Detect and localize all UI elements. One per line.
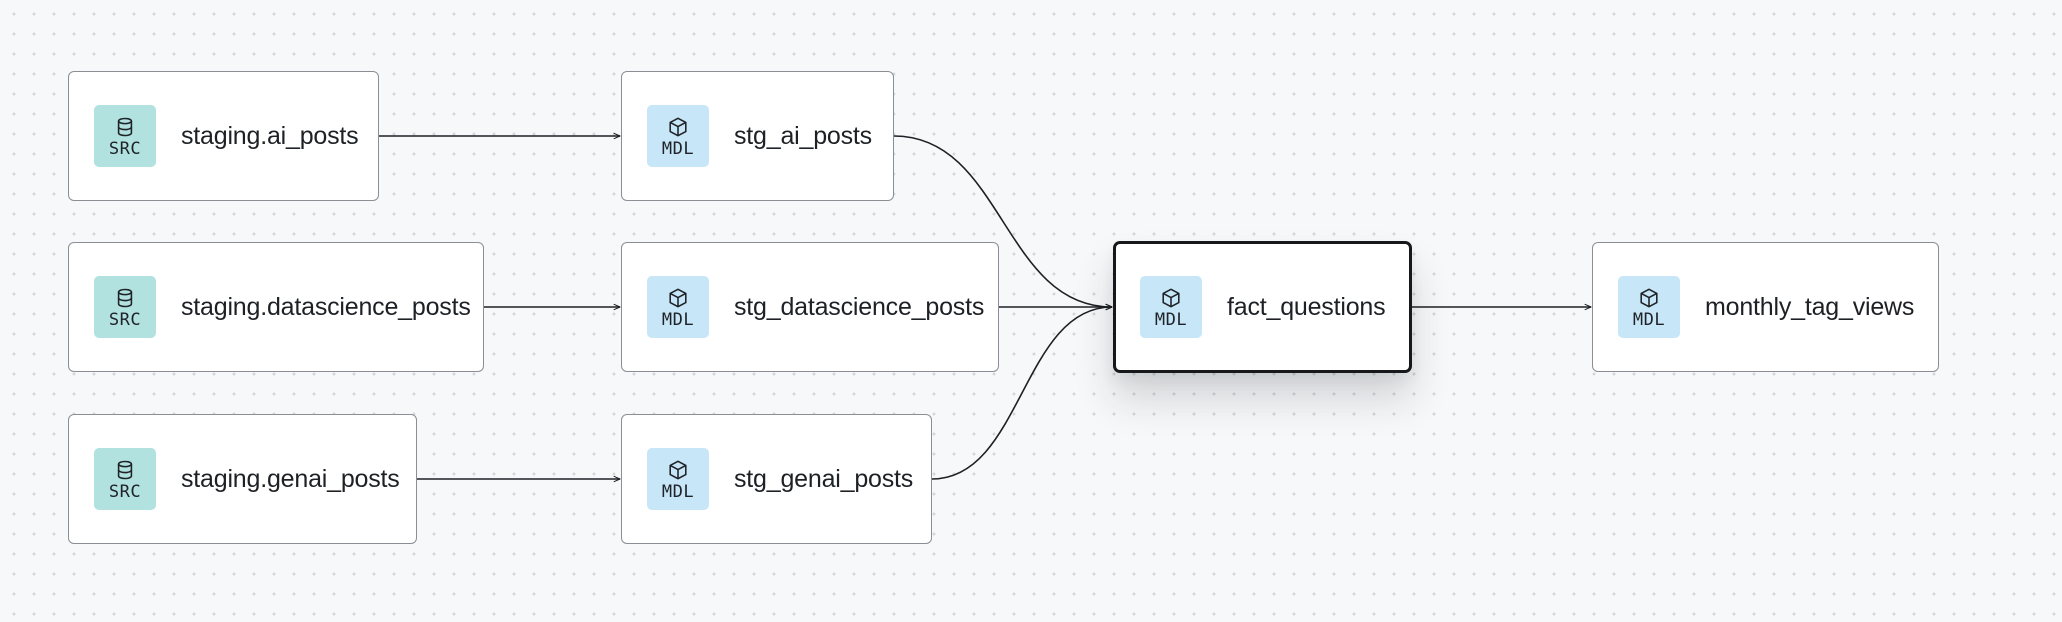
database-icon [114,459,136,481]
source-badge: SRC [94,448,156,510]
model-badge: MDL [1140,276,1202,338]
cube-icon [667,116,689,138]
model-badge: MDL [1618,276,1680,338]
cube-icon [1638,287,1660,309]
node-label: stg_genai_posts [734,464,914,493]
badge-label: MDL [1632,310,1666,330]
cube-icon [1160,287,1182,309]
node-label: staging.datascience_posts [181,292,471,321]
database-icon [114,116,136,138]
database-icon [114,287,136,309]
node-label: stg_ai_posts [734,121,872,150]
badge-label: MDL [661,310,695,330]
badge-label: SRC [108,310,142,330]
badge-label: MDL [661,482,695,502]
model-badge: MDL [647,448,709,510]
node-label: staging.ai_posts [181,121,359,150]
cube-icon [667,287,689,309]
badge-label: SRC [108,139,142,159]
node-label: stg_datascience_posts [734,292,985,321]
edge-stg_ai-to-fact [893,135,1112,307]
badge-label: MDL [661,139,695,159]
node-stg-datascience-posts[interactable]: MDL stg_datascience_posts [621,242,999,372]
node-label: monthly_tag_views [1705,292,1915,321]
node-fact-questions[interactable]: MDL fact_questions [1113,241,1412,373]
node-staging-ai-posts[interactable]: SRC staging.ai_posts [68,71,379,201]
source-badge: SRC [94,276,156,338]
badge-label: MDL [1154,310,1188,330]
node-stg-genai-posts[interactable]: MDL stg_genai_posts [621,414,932,544]
node-staging-genai-posts[interactable]: SRC staging.genai_posts [68,414,417,544]
badge-label: SRC [108,482,142,502]
model-badge: MDL [647,276,709,338]
edge-stg_genai-to-fact [931,307,1112,480]
node-label: fact_questions [1227,292,1386,321]
model-badge: MDL [647,105,709,167]
node-staging-datascience-posts[interactable]: SRC staging.datascience_posts [68,242,484,372]
cube-icon [667,459,689,481]
node-monthly-tag-views[interactable]: MDL monthly_tag_views [1592,242,1939,372]
node-label: staging.genai_posts [181,464,400,493]
node-stg-ai-posts[interactable]: MDL stg_ai_posts [621,71,894,201]
source-badge: SRC [94,105,156,167]
